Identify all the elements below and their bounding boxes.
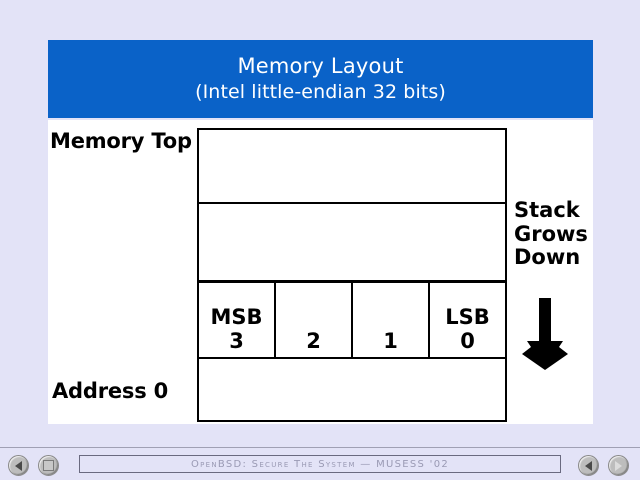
memory-row-empty-top <box>199 130 505 202</box>
byte-number-2: 2 <box>306 328 321 353</box>
memory-row-empty-bottom <box>199 357 505 424</box>
slide-title: Memory Layout <box>237 54 404 79</box>
nav-previous-button[interactable] <box>8 455 29 476</box>
byte-cell-2: 2 <box>276 283 353 357</box>
memory-layout-table: MSB 3 2 1 LSB 0 <box>197 128 507 422</box>
triangle-left-icon <box>15 460 22 471</box>
triangle-right-icon <box>615 460 622 471</box>
footer-bar: OpenBSD: Secure The System — MUSESS '02 <box>79 455 561 473</box>
byte-tag-msb: MSB <box>210 304 263 329</box>
stack-grows-down-note: Stack Grows Down <box>514 198 588 270</box>
nav-stop-button[interactable] <box>38 455 59 476</box>
byte-cell-0: LSB 0 <box>430 283 505 357</box>
slide-content-area: Memory Top Address 0 MSB 3 2 1 <box>48 120 593 424</box>
square-icon <box>43 460 54 471</box>
triangle-left-icon <box>585 460 592 471</box>
memory-row-bytes: MSB 3 2 1 LSB 0 <box>199 280 505 357</box>
stack-note-line-3: Down <box>514 245 581 270</box>
byte-cell-3: MSB 3 <box>199 283 276 357</box>
nav-forward-button[interactable] <box>608 455 629 476</box>
byte-tag-lsb: LSB <box>445 304 490 329</box>
memory-top-label: Memory Top <box>50 129 192 153</box>
address-zero-label: Address 0 <box>52 379 169 403</box>
byte-number-3: 3 <box>229 328 244 353</box>
byte-number-1: 1 <box>383 328 398 353</box>
stack-note-line-2: Grows <box>514 221 588 246</box>
byte-cell-1: 1 <box>353 283 430 357</box>
slide-subtitle: (Intel little-endian 32 bits) <box>195 81 446 104</box>
stack-note-line-1: Stack <box>514 198 580 222</box>
footer-text: OpenBSD: Secure The System — MUSESS '02 <box>190 458 450 470</box>
slide-title-banner: Memory Layout (Intel little-endian 32 bi… <box>48 40 593 118</box>
byte-number-0: 0 <box>460 328 475 353</box>
footer-divider <box>0 447 640 448</box>
nav-back-button[interactable] <box>578 455 599 476</box>
memory-row-empty-second <box>199 202 505 280</box>
arrow-down-icon <box>518 298 572 374</box>
